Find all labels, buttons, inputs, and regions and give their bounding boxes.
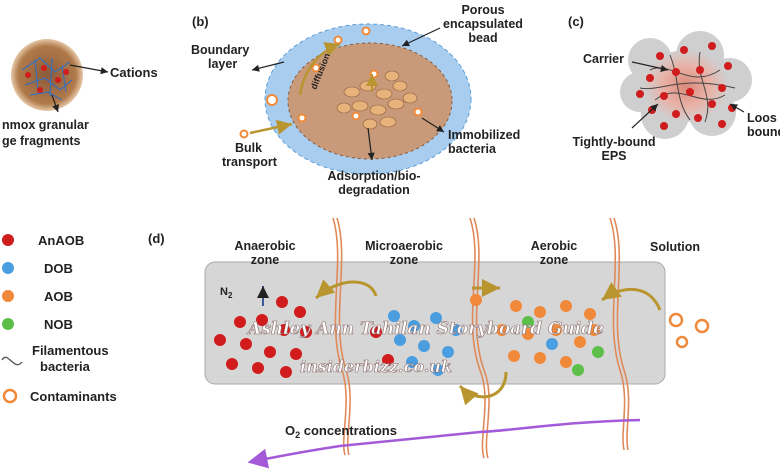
immobilized-label-line2: bacteria [448,142,497,156]
watermark-line1: Ashley Ann Tahilan Storyboard Guide [246,319,604,339]
granular-label-line1: nmox granular [2,118,89,132]
panel-a: Cations nmox granular ge fragments [2,39,158,148]
solution-contaminants [668,312,710,349]
panel-b: (b) diffus [191,3,523,197]
aerobic-zone-line1: Aerobic [531,239,578,253]
n2-label: N2 [220,286,233,300]
porous-label-line3: bead [468,31,497,45]
flow-arrow-anaerobic [314,279,378,300]
porous-bead-arrow [401,27,441,47]
granule-fragments [21,57,73,101]
bulk-label-line2: transport [222,155,278,169]
diffusion-arrow [298,42,341,96]
adsorption-arrow [367,127,375,161]
watermark-line2: insiderbizz.co.uk [300,357,452,376]
tight-label-line1: Tightly-bound [572,135,655,149]
loose-arrow [729,103,745,113]
cations-label: Cations [110,65,158,80]
flow-arrow-solution [601,282,662,311]
bulk-transport-arrow [249,119,293,135]
granular-arrow [51,94,59,113]
anaerobic-zone-line2: zone [251,253,280,267]
carrier-label: Carrier [583,52,624,66]
bulk-label-line1: Bulk [235,141,262,155]
panel-c-tag: (c) [568,14,584,29]
legend-filament-swatch [1,356,23,366]
dob-cells [388,310,462,376]
boundary-label-line2: layer [208,57,237,71]
bead-contaminants [239,26,423,139]
legend-anaob-label: AnAOB [38,233,84,248]
panel-d-tag: (d) [148,231,165,246]
legend-anaob-swatch [2,234,14,246]
microaerobic-zone-line1: Microaerobic [365,239,443,253]
porous-label-line2: encapsulated [443,17,523,31]
legend-contaminant-swatch [2,388,18,404]
legend-aob-swatch [2,290,14,302]
granule-cations [25,65,69,93]
cations-arrow [69,64,109,75]
legend-dob-label: DOB [44,261,73,276]
porous-label-line1: Porous [461,3,504,17]
boundary-label-line1: Boundary [191,43,249,57]
panel-d: (d) Anaerobic zone Microaerobic zone Aer… [148,217,710,469]
watermark: Ashley Ann Tahilan Storyboard Guide insi… [246,319,605,377]
immobilized-arrow [421,117,445,133]
adsorption-label-line1: Adsorption/bio- [327,169,420,183]
loose-label-line1: Loos [747,111,777,125]
microaerobic-zone-line2: zone [390,253,419,267]
panel-c: (c) Carrier Loos bound [568,14,780,163]
zone-dividers [332,217,630,459]
o2-label: O2 concentrations [285,423,397,440]
tight-label-line2: EPS [601,149,626,163]
carrier-arrow [631,61,669,72]
legend-dob-swatch [2,262,14,274]
o2-concentration-curve [247,418,641,469]
micro-mixed-cells [370,294,482,366]
granular-label-line2: ge fragments [2,134,81,148]
legend-filamentous-line2: bacteria [40,359,91,374]
legend-nob-label: NOB [44,317,73,332]
adsorption-label-line2: degradation [338,183,410,197]
anaerobic-zone-line1: Anaerobic [234,239,295,253]
nob-cells [522,316,604,376]
granule-sphere [11,39,83,111]
legend: AnAOB DOB AOB NOB Filamentous bacteria C… [1,233,117,404]
immobilized-label-line1: Immobilized [448,128,520,142]
panel-b-tag: (b) [192,14,209,29]
solution-label: Solution [650,240,700,254]
aerobic-zone-line2: zone [540,253,569,267]
tight-arrow [631,103,659,129]
boundary-layer-arrow [251,61,285,72]
legend-contaminants-label: Contaminants [30,389,117,404]
legend-nob-swatch [2,318,14,330]
aerobic-dob-cells [546,338,558,350]
legend-aob-label: AOB [44,289,73,304]
immobilized-bacteria-cluster [336,70,418,130]
anaob-cells [214,296,312,378]
legend-filamentous-line1: Filamentous [32,343,109,358]
flow-arrow-return [458,371,508,406]
aob-cells [496,300,600,368]
loose-label-line2: bound [747,125,780,139]
